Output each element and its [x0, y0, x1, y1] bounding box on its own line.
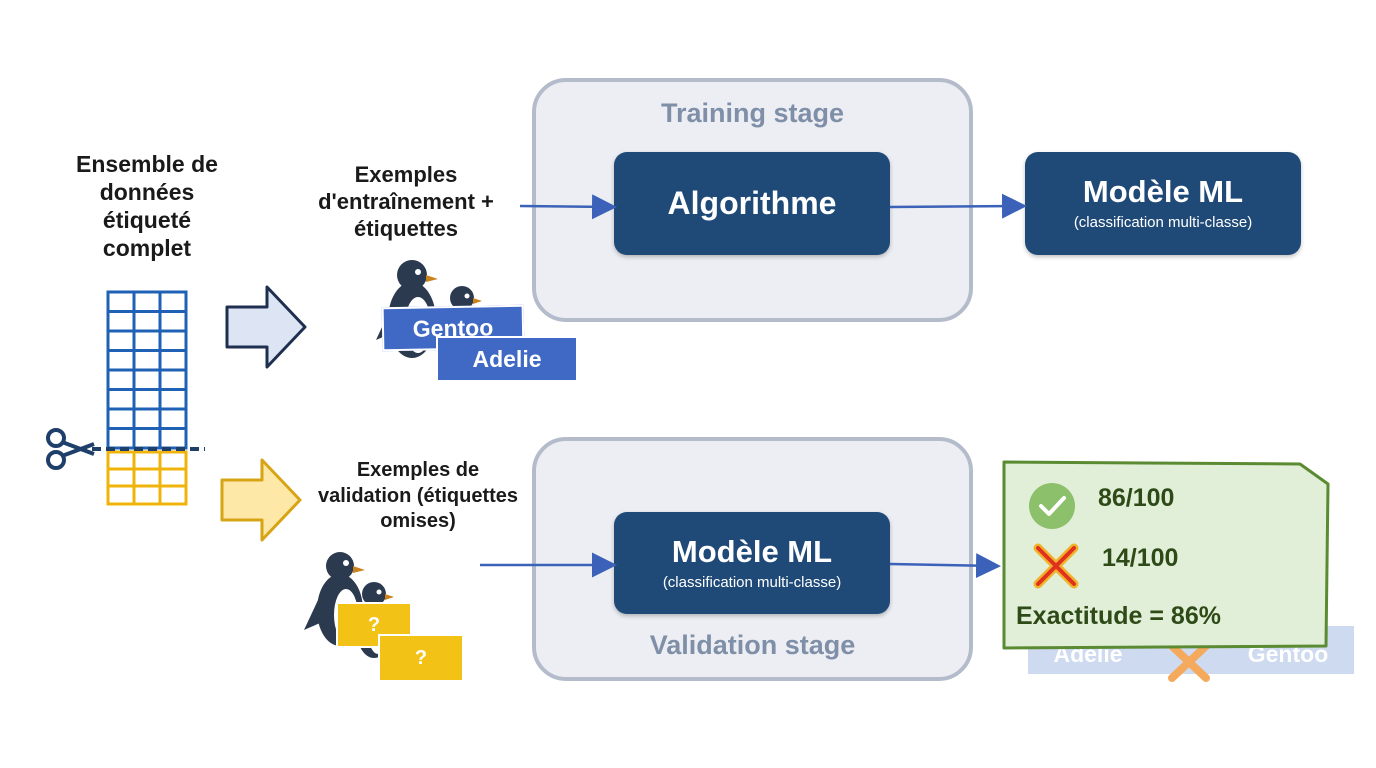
validation-tag-unknown: ?	[336, 602, 412, 648]
training-tag-adelie: Adelie	[436, 336, 578, 382]
validation-model-box: Modèle ML (classification multi-classe)	[614, 512, 890, 614]
dataset-train-portion	[106, 290, 188, 450]
faded-cross-icon	[1168, 642, 1210, 682]
output-model-box: Modèle ML (classification multi-classe)	[1025, 152, 1301, 255]
check-icon	[1029, 483, 1075, 529]
validation-examples-label: Exemples de validation (étiquettes omise…	[317, 459, 519, 533]
output-model-title: Modèle ML	[1082, 174, 1244, 209]
training-examples-label: Exemples d'entraînement + étiquettes	[318, 162, 494, 241]
accuracy-label: Exactitude = 86%	[1016, 602, 1221, 630]
validation-model-title: Modèle ML	[671, 534, 833, 569]
correct-count: 86/100	[1098, 484, 1175, 512]
train-split-arrow	[225, 285, 307, 369]
output-model-subtitle: (classification multi-classe)	[1073, 214, 1253, 231]
training-stage-title: Training stage	[660, 98, 845, 128]
algorithm-label: Algorithme	[667, 185, 837, 221]
algorithm-box: Algorithme	[614, 152, 890, 255]
dataset-validation-portion	[106, 450, 188, 506]
validation-tag-unknown: ?	[378, 634, 464, 682]
results-panel-bg	[1002, 460, 1330, 650]
validation-stage-title: Validation stage	[649, 630, 856, 660]
cross-icon	[1033, 543, 1079, 589]
dataset-label: Ensemble de données étiqueté complet	[76, 151, 218, 262]
scissors-icon	[46, 428, 95, 470]
validation-model-subtitle: (classification multi-classe)	[662, 574, 842, 591]
validation-split-arrow	[220, 458, 302, 542]
incorrect-count: 14/100	[1102, 544, 1179, 572]
